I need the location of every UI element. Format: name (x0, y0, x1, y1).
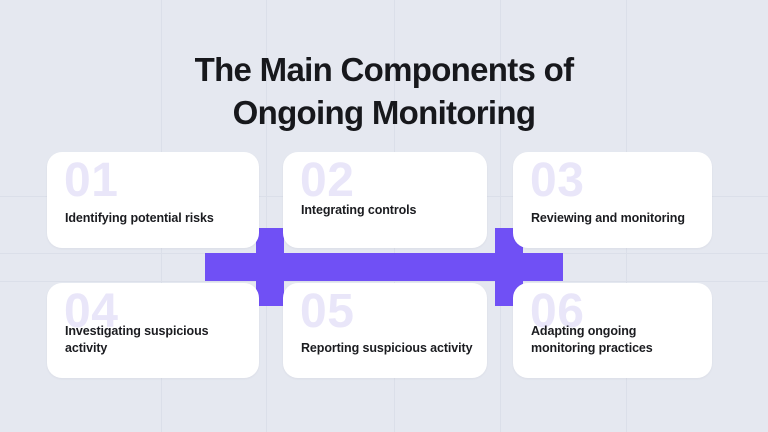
page-title-line-2: Ongoing Monitoring (232, 94, 536, 131)
card-number: 01 (64, 154, 119, 207)
component-card-06[interactable]: 06 Adapting ongoing monitoring practices (513, 283, 712, 378)
component-card-03[interactable]: 03 Reviewing and monitoring (513, 152, 712, 248)
card-number: 02 (300, 154, 355, 207)
connector-vertical-stub-left (256, 228, 284, 306)
page-title-line-1: The Main Components of (194, 51, 574, 88)
card-number: 03 (530, 154, 585, 207)
card-label: Reviewing and monitoring (531, 210, 685, 225)
card-number: 04 (64, 285, 119, 338)
card-label: Integrating controls (301, 202, 417, 217)
card-label: Investigating suspicious activity (65, 324, 209, 355)
page-title: The Main Components of Ongoing Monitorin… (0, 48, 768, 134)
card-number: 05 (300, 285, 355, 338)
component-card-05[interactable]: 05 Reporting suspicious activity (283, 283, 487, 378)
card-label: Adapting ongoing monitoring practices (531, 324, 653, 355)
component-card-01[interactable]: 01 Identifying potential risks (47, 152, 259, 248)
component-card-04[interactable]: 04 Investigating suspicious activity (47, 283, 259, 378)
card-number: 06 (530, 285, 585, 338)
card-label: Identifying potential risks (65, 210, 214, 225)
card-label: Reporting suspicious activity (301, 340, 473, 355)
component-card-02[interactable]: 02 Integrating controls (283, 152, 487, 248)
